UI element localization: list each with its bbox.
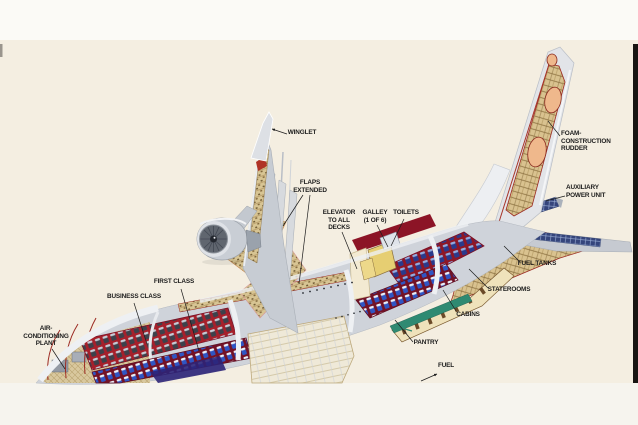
fuel-arrow-line: [420, 373, 438, 382]
label-toilets: TOILETS: [393, 209, 419, 216]
pantry-leader-line: [394, 319, 414, 343]
cabins-leader-line: [442, 289, 457, 312]
flaps-leader-line-a: [282, 194, 304, 227]
staterooms-leader-line: [468, 268, 489, 289]
label-cabins: CABINS: [456, 311, 480, 318]
air-conditioning-leader-line: [51, 348, 66, 370]
winglet-shape: [250, 111, 274, 162]
scan-left-notch: [0, 44, 3, 57]
label-flaps-extended: FLAPS EXTENDED: [293, 179, 327, 194]
engine-nacelle: [196, 205, 262, 265]
rudder-foam-panels: [527, 53, 562, 168]
wing: [242, 111, 299, 334]
cargo-lattice: [247, 315, 355, 384]
fuel-tanks-leader-line: [503, 245, 521, 263]
galley-cabinet-small: [359, 257, 377, 281]
window-dots: [302, 281, 361, 319]
label-air-conditioning-plant: AIR- CONDITIONING PLANT: [23, 325, 69, 348]
foam-rudder-leader-line: [547, 120, 561, 137]
label-winglet: WINGLET: [287, 129, 317, 136]
label-fuel-tanks: FUEL TANKS: [517, 260, 557, 267]
bottom-white-strip: [0, 383, 638, 425]
top-white-strip: [0, 0, 638, 40]
label-fuel: FUEL: [437, 362, 455, 369]
label-staterooms: STATEROOMS: [487, 286, 531, 293]
pantry-arrow: [397, 326, 413, 332]
business-class-leader-line: [133, 302, 148, 345]
galley-leader-line: [376, 224, 389, 248]
scan-right-border: [633, 44, 638, 383]
elevator-leader-line: [341, 231, 358, 270]
label-auxiliary-power-unit: AUXILIARY POWER UNIT: [566, 184, 606, 199]
label-elevator-to-all-decks: ELEVATOR TO ALL DECKS: [322, 209, 356, 232]
label-business-class: BUSINESS CLASS: [106, 293, 162, 300]
winglet-leader-line: [271, 128, 288, 135]
aircraft-illustration: [35, 46, 633, 385]
leader-lines: [51, 120, 566, 382]
apu-leader-line: [545, 195, 566, 202]
label-foam-construction-rudder: FOAM- CONSTRUCTION RUDDER: [561, 130, 611, 153]
label-pantry: PANTRY: [413, 339, 439, 346]
skin-hoops: [37, 222, 469, 383]
tail-fin: [491, 46, 575, 234]
seats-main-deck-rear: [355, 263, 459, 319]
label-first-class: FIRST CLASS: [153, 278, 195, 285]
carpet-patch: [150, 356, 226, 383]
first-class-leader-line: [180, 288, 200, 352]
engine-exhaust: [245, 229, 262, 253]
label-galley: GALLEY (1 OF 6): [362, 209, 388, 224]
flaps-leader-line-b: [298, 194, 311, 285]
toilets-leader-line: [390, 218, 405, 247]
